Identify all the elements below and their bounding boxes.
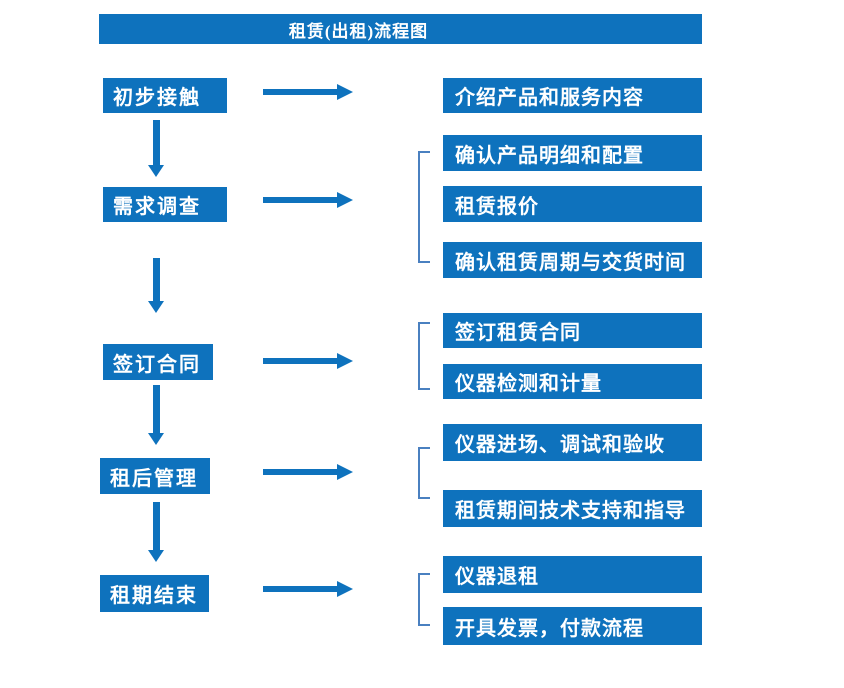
page-title: 租赁(出租)流程图 [288,21,429,41]
output-group-bracket-stage5 [418,573,430,626]
arrow-down-stage1-stage2 [148,120,164,177]
arrow-stem [263,358,337,364]
arrow-down-stage2-stage3 [148,258,164,313]
stage-box-initial-contact: 初步接触 [103,78,227,113]
arrow-stem [263,586,337,592]
output-box-introduce-products-services: 介绍产品和服务内容 [443,78,702,113]
output-box-rental-quote: 租赁报价 [443,186,702,222]
output-box-instrument-entry-debug-acceptance: 仪器进场、调试和验收 [443,424,702,461]
arrow-right-stage1 [263,84,353,100]
output-box-sign-rental-contract: 签订租赁合同 [443,313,702,348]
arrow-head [148,165,164,177]
output-box-instrument-return: 仪器退租 [443,556,702,593]
arrow-stem [152,502,160,550]
arrow-head [337,353,353,369]
output-group-bracket-stage4 [418,447,430,499]
arrow-head [337,581,353,597]
output-group-bracket-stage3 [418,322,430,390]
output-box-invoice-payment-process: 开具发票，付款流程 [443,607,702,645]
arrow-right-stage4 [263,464,353,480]
arrow-head [337,464,353,480]
arrow-stem [152,120,160,165]
output-box-instrument-testing-measurement: 仪器检测和计量 [443,364,702,399]
stage-box-post-rental-management: 租后管理 [100,458,210,494]
stage-box-sign-contract: 签订合同 [103,344,213,380]
arrow-down-stage4-stage5 [148,502,164,562]
arrow-right-stage3 [263,353,353,369]
arrow-down-stage3-stage4 [148,385,164,445]
arrow-right-stage5 [263,581,353,597]
arrow-stem [263,469,337,475]
arrow-head [148,433,164,445]
output-group-bracket-stage2 [418,151,430,263]
output-box-technical-support-guidance: 租赁期间技术支持和指导 [443,490,702,527]
output-box-confirm-product-details: 确认产品明细和配置 [443,135,702,171]
stage-box-rental-end: 租期结束 [100,575,209,612]
arrow-head [148,550,164,562]
stage-box-demand-survey: 需求调查 [103,187,227,222]
title-bar: 租赁(出租)流程图 [99,14,702,44]
arrow-stem [263,89,337,95]
arrow-head [337,192,353,208]
arrow-stem [152,385,160,433]
arrow-head [337,84,353,100]
arrow-stem [152,258,160,301]
output-box-confirm-rental-period-delivery: 确认租赁周期与交货时间 [443,242,702,278]
arrow-right-stage2 [263,192,353,208]
arrow-head [148,301,164,313]
arrow-stem [263,197,337,203]
